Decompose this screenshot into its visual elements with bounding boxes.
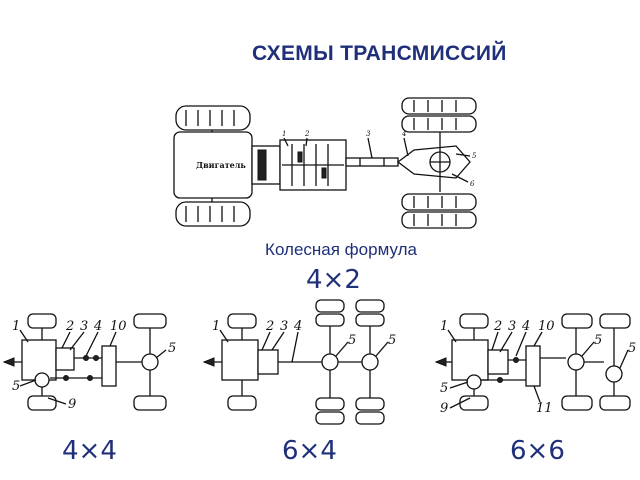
callout-1: 1 <box>212 319 220 334</box>
callout-5: 5 <box>440 381 448 396</box>
wheel <box>27 395 57 411</box>
callout-5: 5 <box>628 341 636 356</box>
callout-5: 5 <box>472 152 477 160</box>
diagram-4x4: 1 2 3 4 10 5 5 9 <box>2 313 176 412</box>
callout-3: 3 <box>280 319 288 334</box>
page-title: СХЕМЫ ТРАНСМИССИЙ <box>252 42 507 65</box>
callout-5: 5 <box>348 333 356 348</box>
callout-2: 2 <box>493 319 502 334</box>
callout-6: 6 <box>470 180 475 188</box>
callout-11: 11 <box>536 401 553 416</box>
rear-wheel-1 <box>401 97 477 115</box>
wheel <box>227 313 257 329</box>
rear-axle-diff <box>361 353 379 371</box>
rear-wheel-2 <box>401 115 477 133</box>
transfer-case <box>525 345 541 387</box>
middle-axle-diff <box>321 353 339 371</box>
engine <box>451 339 489 381</box>
callout-3: 3 <box>508 319 516 334</box>
diagram-4x2: Двигатель 1 2 3 4 5 6 <box>173 97 477 229</box>
formula-4x4: 4×4 <box>62 436 117 466</box>
wheel <box>133 313 167 329</box>
engine-label: Двигатель <box>196 160 246 170</box>
engine <box>221 339 259 381</box>
callout-5: 5 <box>594 333 602 348</box>
callout-2: 2 <box>65 319 74 334</box>
callout-1: 1 <box>12 319 20 334</box>
rear-wheel-3 <box>401 193 477 211</box>
callout-2: 2 <box>265 319 274 334</box>
callout-9: 9 <box>68 397 76 412</box>
callout-4: 4 <box>293 319 302 334</box>
gearbox <box>257 349 279 375</box>
callout-9: 9 <box>440 401 448 416</box>
callout-1: 1 <box>440 319 448 334</box>
front-wheel-right <box>175 201 251 227</box>
callout-5: 5 <box>12 379 20 394</box>
formula-6x6: 6×6 <box>510 436 565 466</box>
callout-5: 5 <box>168 341 176 356</box>
callout-1: 1 <box>282 130 286 138</box>
diagram-6x6: 1 2 3 4 10 5 5 5 9 11 <box>434 313 636 416</box>
transfer-case <box>101 345 117 387</box>
callout-4: 4 <box>93 319 102 334</box>
callout-3: 3 <box>80 319 88 334</box>
gearbox <box>55 347 75 371</box>
propeller-shaft <box>345 157 399 167</box>
gearbox <box>487 349 509 375</box>
formula-6x4: 6×4 <box>282 436 337 466</box>
rear-differential <box>141 353 159 371</box>
diagram-6x4: 1 2 3 4 5 5 <box>202 299 396 425</box>
front-differential <box>34 372 50 388</box>
wheel <box>227 395 257 411</box>
callout-10: 10 <box>110 319 127 334</box>
callout-5: 5 <box>388 333 396 348</box>
wheel-formula-caption: Колесная формула <box>265 240 417 259</box>
callout-4: 4 <box>521 319 530 334</box>
formula-4x2: 4×2 <box>306 265 361 295</box>
callout-10: 10 <box>538 319 555 334</box>
rear-wheel-4 <box>401 211 477 229</box>
wheel <box>27 313 57 329</box>
callout-3: 3 <box>366 130 371 138</box>
callout-4: 4 <box>401 130 406 138</box>
front-wheel-left <box>175 105 251 131</box>
wheel <box>133 395 167 411</box>
callout-2: 2 <box>304 130 310 138</box>
